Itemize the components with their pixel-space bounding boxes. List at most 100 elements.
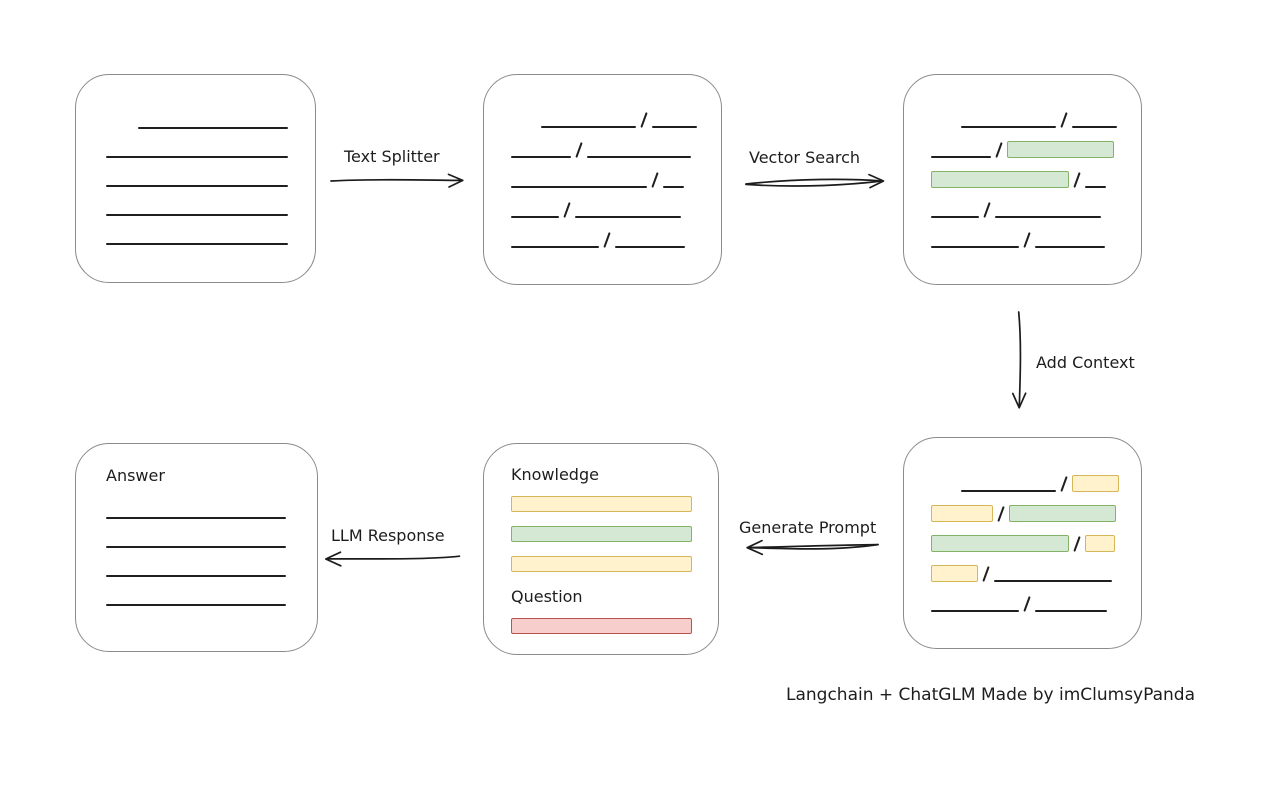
vector-search-label: Vector Search	[749, 148, 861, 167]
text-line	[615, 246, 686, 248]
question-bars	[511, 618, 692, 634]
yellow-highlight-chunk	[931, 504, 993, 522]
text-row	[511, 141, 721, 158]
context-highlighted-lines	[931, 474, 1141, 612]
green-highlight-chunk	[1007, 141, 1115, 158]
green-highlight-chunk	[931, 534, 1069, 552]
text-line	[1085, 186, 1107, 188]
slash-separator	[1023, 232, 1031, 248]
green-prompt-bar	[511, 526, 692, 542]
slash-separator	[640, 112, 648, 128]
text-line	[1072, 126, 1118, 128]
answer-box: Answer	[75, 443, 318, 652]
slash-separator	[983, 202, 991, 218]
red-prompt-bar	[511, 618, 692, 634]
text-line	[106, 185, 288, 187]
text-row	[106, 589, 287, 606]
slash-separator	[1060, 475, 1068, 492]
knowledge-label: Knowledge	[511, 465, 599, 484]
text-line	[106, 604, 286, 606]
yellow-highlight-chunk	[931, 564, 978, 582]
text-row	[931, 534, 1141, 552]
text-line	[587, 156, 692, 158]
yellow-highlight-chunk	[1085, 534, 1116, 552]
vector-matches-box	[903, 74, 1142, 285]
text-line	[995, 216, 1102, 218]
text-row	[106, 228, 315, 245]
text-row	[931, 231, 1141, 248]
text-line	[1035, 609, 1108, 612]
green-highlight-chunk	[931, 171, 1069, 188]
text-line	[652, 126, 698, 128]
slash-separator	[563, 202, 571, 218]
knowledge-bars	[511, 496, 692, 572]
yellow-prompt-bar	[511, 556, 692, 572]
add-context-arrow	[1011, 311, 1027, 409]
document-text-lines	[106, 112, 315, 245]
text-line	[961, 489, 1056, 492]
split-text-lines	[511, 111, 721, 248]
text-row	[106, 170, 315, 187]
text-line	[663, 186, 685, 188]
text-row	[931, 141, 1141, 158]
slash-separator	[1060, 112, 1068, 128]
text-row	[931, 171, 1141, 188]
text-line	[106, 517, 286, 519]
text-row	[931, 564, 1141, 582]
slash-separator	[1073, 172, 1081, 188]
text-row	[106, 141, 315, 158]
text-line	[994, 579, 1113, 582]
split-chunks-box	[483, 74, 722, 285]
text-line	[931, 609, 1019, 612]
indent-gap	[931, 127, 961, 128]
answer-text-lines	[106, 502, 287, 606]
text-row	[511, 231, 721, 248]
text-line	[138, 127, 288, 129]
slash-separator	[603, 232, 611, 248]
text-line	[511, 186, 647, 188]
text-line	[106, 243, 288, 245]
llm-response-arrow	[324, 551, 461, 567]
text-row	[931, 111, 1141, 128]
text-line	[511, 216, 559, 218]
source-document-box	[75, 74, 316, 283]
slash-separator	[651, 172, 659, 188]
vector-search-arrow	[745, 173, 885, 189]
slash-separator	[995, 142, 1003, 158]
indent-gap	[511, 127, 541, 128]
text-line	[541, 126, 636, 128]
text-line	[931, 246, 1019, 248]
text-line	[575, 216, 682, 218]
question-label: Question	[511, 587, 583, 606]
generate-prompt-arrow	[746, 539, 879, 556]
text-row	[106, 112, 315, 129]
text-splitter-label: Text Splitter	[344, 147, 440, 166]
text-row	[931, 201, 1141, 218]
text-row	[931, 504, 1141, 522]
text-line	[511, 246, 599, 248]
slash-separator	[982, 565, 990, 582]
text-line	[511, 156, 571, 158]
vector-matched-lines	[931, 111, 1141, 248]
text-line	[106, 156, 288, 158]
text-row	[931, 595, 1141, 612]
prompt-box: Knowledge Question	[483, 443, 719, 655]
indent-gap	[106, 128, 138, 129]
text-row	[106, 502, 287, 519]
add-context-label: Add Context	[1036, 353, 1135, 372]
indent-gap	[931, 491, 961, 492]
text-row	[511, 201, 721, 218]
text-row	[106, 560, 287, 577]
diagram-caption: Langchain + ChatGLM Made by imClumsyPand…	[786, 685, 1195, 705]
text-line	[106, 575, 286, 577]
text-line	[931, 216, 979, 218]
context-chunks-box	[903, 437, 1142, 649]
answer-label: Answer	[106, 466, 165, 485]
text-splitter-arrow	[330, 173, 464, 188]
text-line	[961, 126, 1056, 128]
yellow-highlight-chunk	[1072, 474, 1120, 492]
text-line	[106, 546, 286, 548]
text-line	[1035, 246, 1106, 248]
slash-separator	[1073, 535, 1081, 552]
